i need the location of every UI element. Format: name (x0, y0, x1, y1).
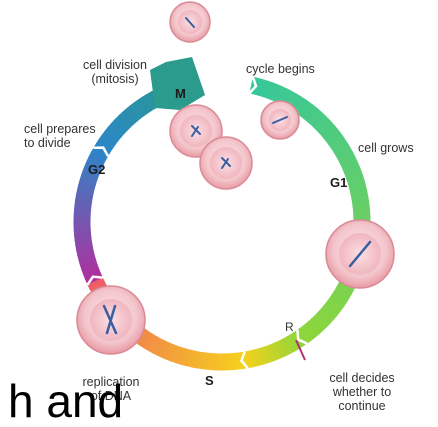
cell-decides-label: cell decides whether to continue (320, 371, 404, 413)
cell-division-label: cell division (mitosis) (70, 58, 160, 86)
phase-g2-label: G2 (88, 162, 105, 177)
g1-small-cell (261, 101, 299, 139)
r-arc (245, 337, 302, 360)
g1-large-cell (326, 220, 394, 288)
cell-prepares-label: cell prepares to divide (24, 122, 96, 150)
phase-s-label: S (205, 373, 214, 388)
cycle-begins-label: cycle begins (246, 62, 315, 76)
phase-m-label: M (175, 86, 186, 101)
overlay-text: h and (8, 378, 123, 424)
dividing-cell (170, 105, 252, 189)
phase-r-label: R (285, 320, 294, 334)
cell-grows-label: cell grows (358, 141, 414, 155)
top-cell (170, 2, 210, 42)
s-phase-cell (77, 286, 145, 354)
phase-g1-label: G1 (330, 175, 347, 190)
